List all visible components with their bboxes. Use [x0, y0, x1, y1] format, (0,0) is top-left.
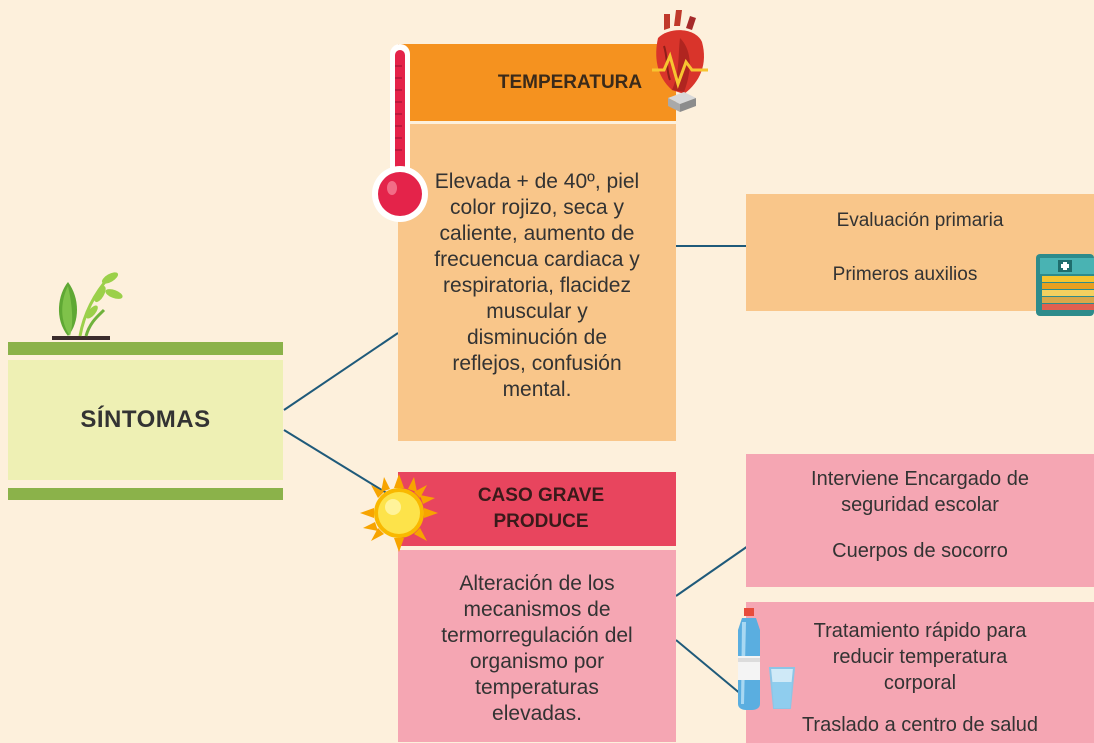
evaluacion-line1: Evaluación primaria	[836, 210, 1004, 231]
temperatura-header-label: TEMPERATURA	[497, 71, 643, 93]
caso-grave-header-line2: PRODUCE	[493, 511, 589, 532]
caso-grave-header-line1: CASO GRAVE	[477, 485, 605, 506]
root-label: SÍNTOMAS	[80, 406, 211, 433]
temperatura-header: TEMPERATURA	[398, 44, 676, 121]
intervencion-line2: seguridad escolar	[841, 494, 999, 516]
temperatura-body-text: Elevada + de 40º, piel color rojizo, sec…	[434, 169, 640, 401]
tratamiento-line1: Tratamiento rápido para	[813, 620, 1027, 642]
sun-icon	[360, 474, 438, 552]
intervencion-line1: Interviene Encargado de	[811, 468, 1029, 490]
water-bottle-icon	[738, 608, 796, 710]
root-top-bar	[8, 342, 283, 355]
connector-root-temperatura	[283, 332, 399, 411]
connector-root-caso-grave	[283, 429, 399, 501]
root-node: SÍNTOMAS	[8, 360, 283, 480]
caso-grave-header: CASO GRAVE PRODUCE	[398, 472, 676, 546]
intervencion-box: Interviene Encargado de seguridad escola…	[746, 454, 1094, 587]
connector-caso-tratamiento	[675, 639, 749, 701]
tratamiento-box: Tratamiento rápido para reducir temperat…	[746, 602, 1094, 743]
connector-caso-intervencion	[675, 545, 749, 597]
intervencion-line3: Cuerpos de socorro	[832, 540, 1008, 562]
tratamiento-line2: reducir temperatura	[832, 646, 1008, 668]
caso-grave-body-text: Alteración de los mecanismos de termorre…	[441, 572, 633, 725]
root-bottom-bar	[8, 488, 283, 500]
tratamiento-line3: corporal	[883, 672, 957, 694]
caso-grave-body: Alteración de los mecanismos de termorre…	[398, 550, 676, 742]
evaluacion-line2: Primeros auxilios	[832, 264, 978, 285]
temperatura-body: Elevada + de 40º, piel color rojizo, sec…	[398, 124, 676, 441]
thermometer-icon	[372, 44, 428, 222]
tratamiento-line4: Traslado a centro de salud	[801, 714, 1039, 736]
first-aid-kit-icon	[1036, 254, 1094, 316]
sprout-icon	[52, 272, 123, 340]
heart-icon	[652, 10, 708, 112]
